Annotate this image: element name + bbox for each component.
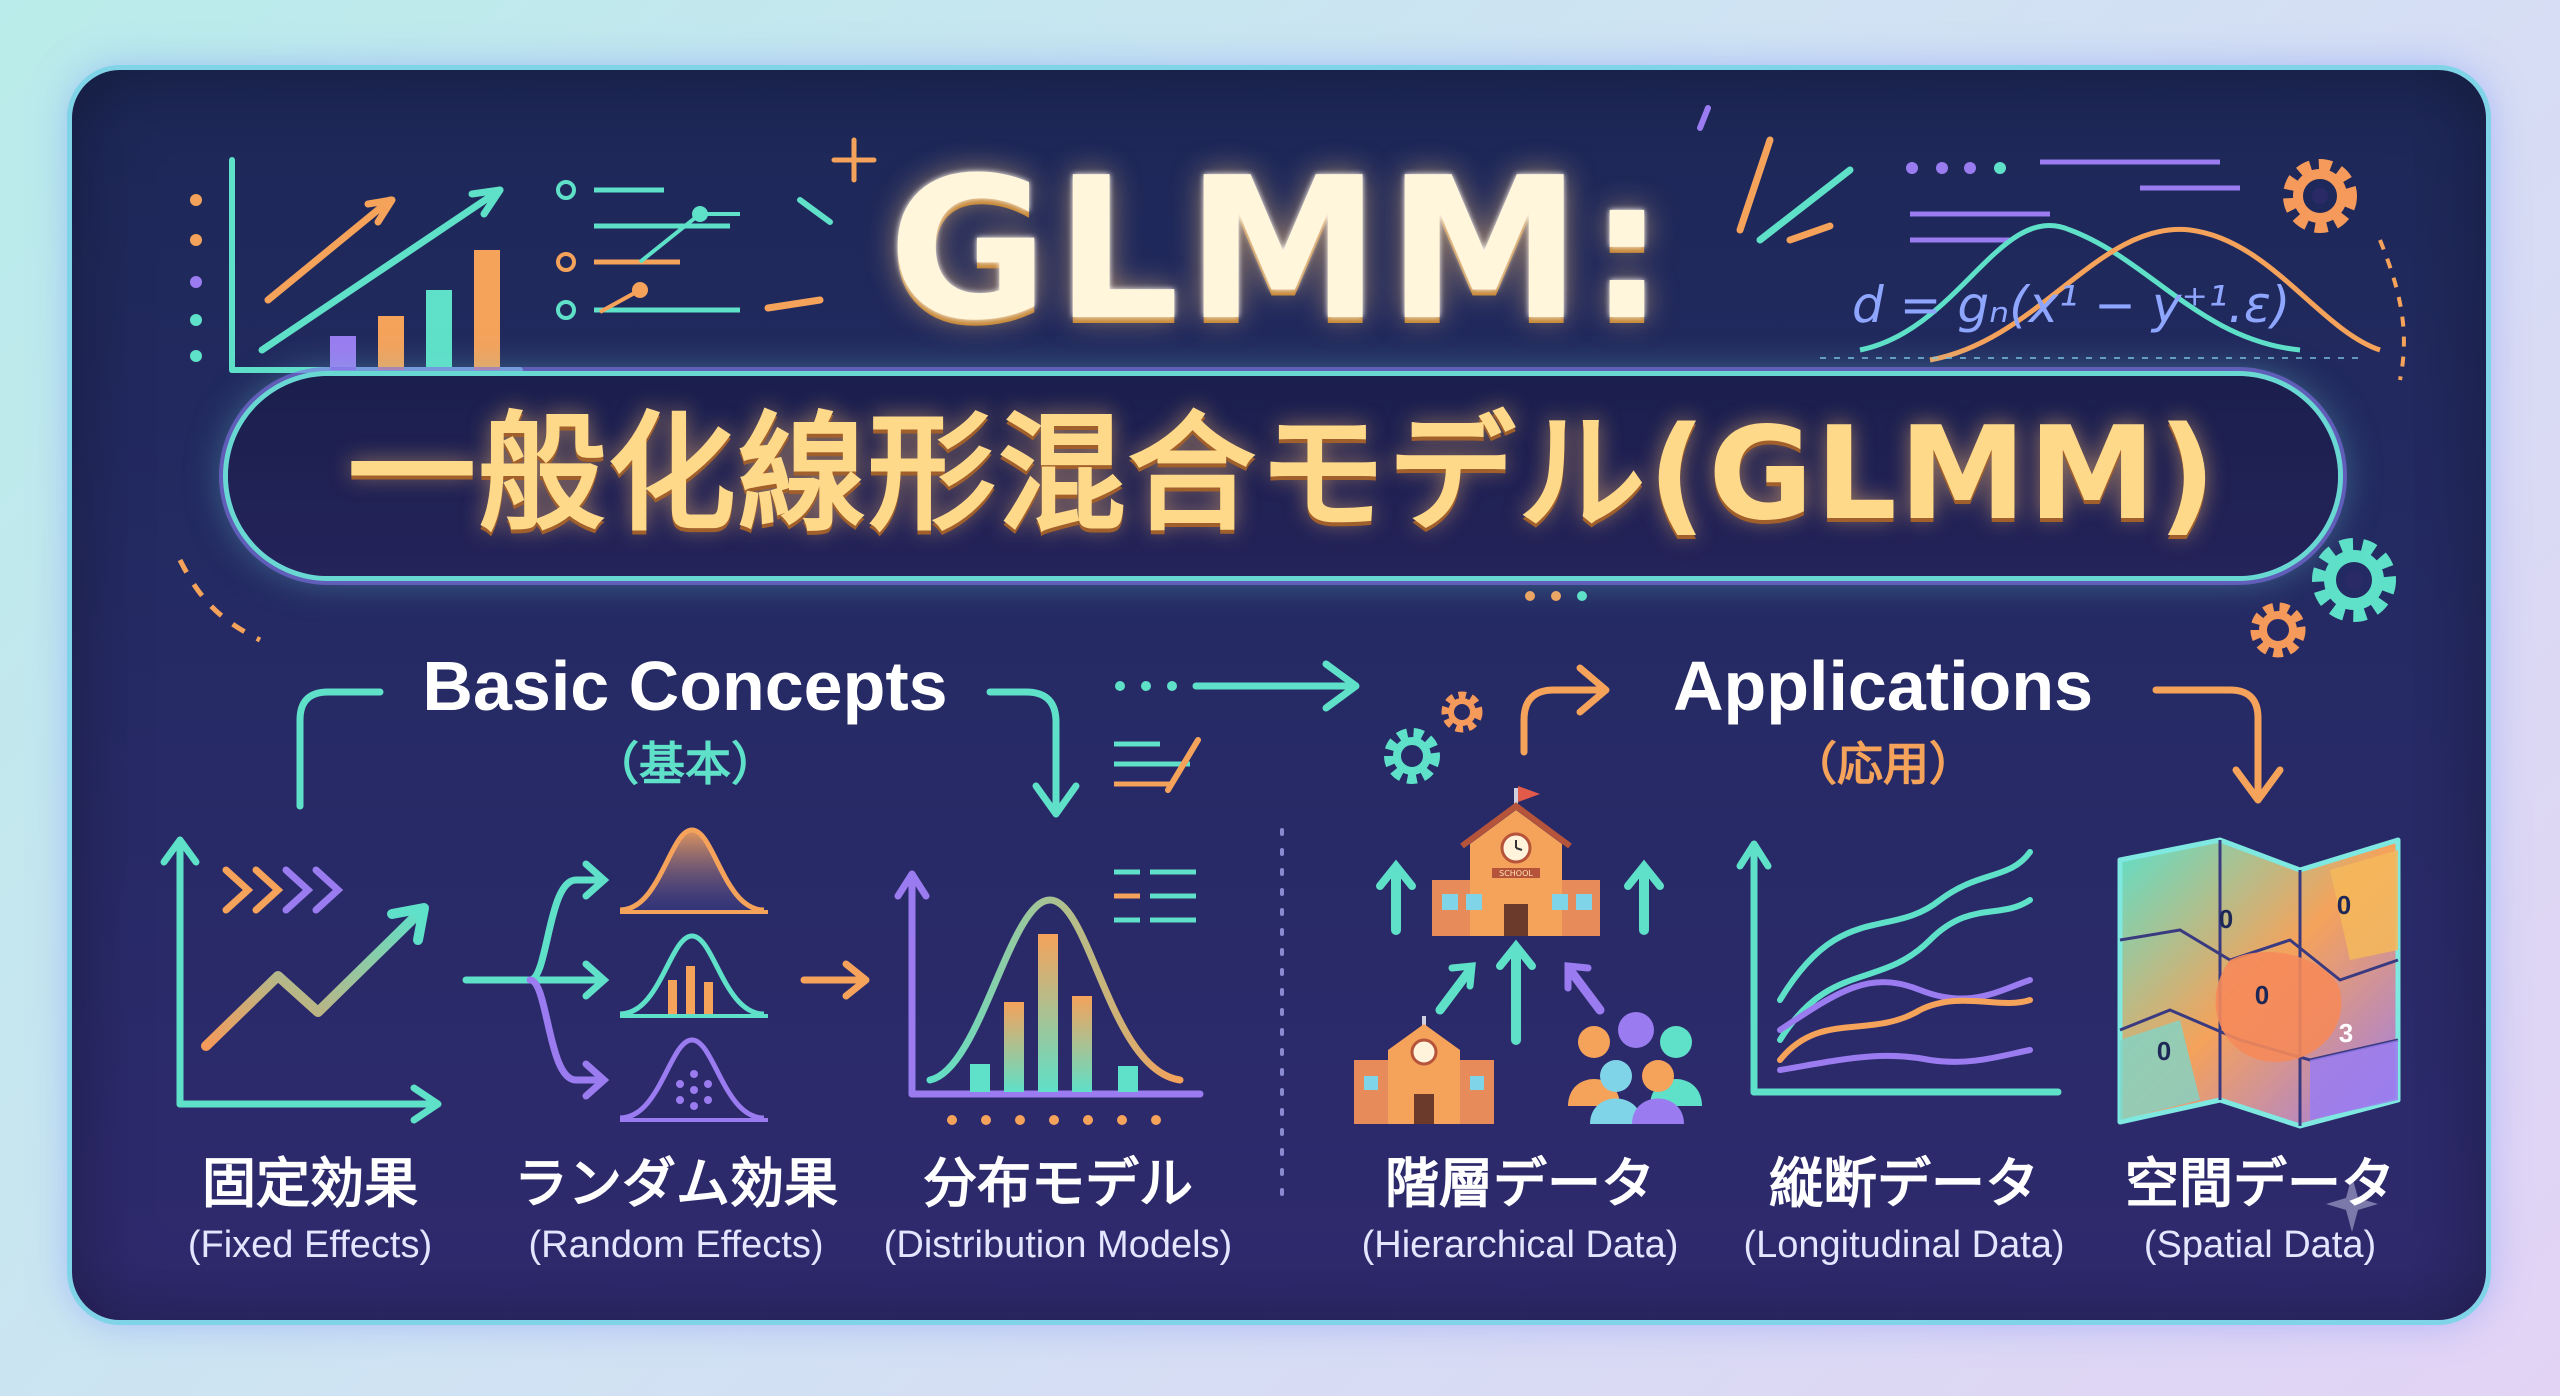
map-value: 0 [2337, 890, 2351, 920]
concept-label-jp: ランダム効果 [514, 1152, 838, 1215]
application-label-jp: 縦断データ [1769, 1152, 2039, 1215]
subtitle-pill [228, 376, 2338, 576]
concept-label-en: (Random Effects) [528, 1224, 824, 1266]
concept-label-en: (Distribution Models) [883, 1224, 1233, 1266]
map-value: 0 [2157, 1036, 2171, 1066]
fixed-effects-chart-icon [160, 836, 442, 1124]
gear-icon [1441, 691, 1483, 733]
basic-concepts-subtitle: （基本） [593, 737, 777, 791]
gear-icon [2312, 538, 2396, 622]
flow-arrow-icon [800, 960, 870, 1000]
application-label-jp: 空間データ [2125, 1152, 2395, 1215]
gear-icon [2250, 602, 2306, 658]
formula-text: d = gₙ(x¹ − y⁺¹.ε) [1852, 276, 2290, 334]
distribution-model-chart-icon [894, 869, 1204, 1125]
concept-label-jp: 分布モデル [923, 1152, 1193, 1215]
map-value: 3 [2339, 1018, 2353, 1048]
applications-section-connector [1520, 664, 2284, 804]
school-sign: SCHOOL [1499, 869, 1533, 878]
applications-subtitle: （応用） [1791, 737, 1975, 791]
gear-icon [2283, 159, 2357, 233]
gear-icon [1384, 728, 1440, 784]
basic-section-connector [296, 660, 1360, 818]
map-value: 0 [2219, 904, 2233, 934]
hierarchical-school-icon: SCHOOL [1354, 786, 1664, 1124]
application-label-en: (Hierarchical Data) [1361, 1224, 1679, 1266]
main-title: GLMM: [887, 136, 1673, 364]
subtitle: 一般化線形混合モデル(GLMM) [347, 400, 2219, 549]
applications-title: Applications [1672, 647, 2094, 725]
basic-concepts-title: Basic Concepts [422, 647, 948, 725]
spatial-map-icon: 0 0 0 0 3 [2117, 837, 2401, 1129]
random-effects-curves-icon [462, 827, 768, 1122]
application-label-jp: 階層データ [1385, 1152, 1655, 1215]
sparkle-icon [2326, 1176, 2378, 1232]
map-value: 0 [2255, 980, 2269, 1010]
application-label-en: (Spatial Data) [2143, 1224, 2377, 1266]
concept-label-en: (Fixed Effects) [187, 1224, 433, 1266]
deco-formula-area [1697, 105, 2406, 381]
people-group-icon [1568, 1012, 1702, 1124]
deco-growth-chart-icon [190, 137, 877, 373]
longitudinal-lines-chart-icon [1736, 840, 2062, 1096]
concept-label-jp: 固定効果 [202, 1152, 418, 1215]
application-label-en: (Longitudinal Data) [1743, 1224, 2065, 1266]
